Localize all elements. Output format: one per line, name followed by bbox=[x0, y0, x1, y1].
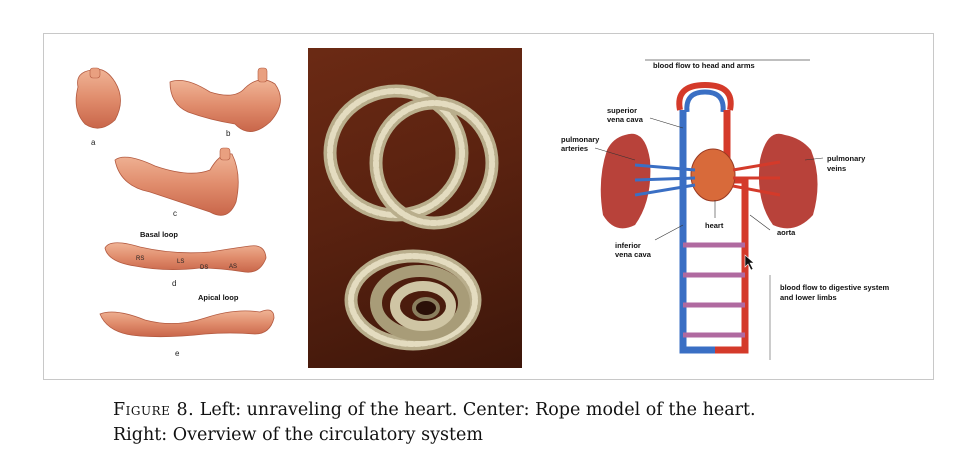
label-e: e bbox=[175, 349, 180, 358]
aorta-vessel bbox=[715, 110, 749, 354]
caption-label: Figure 8. bbox=[113, 400, 195, 420]
label-pulmonary-arteries-2: arteries bbox=[561, 144, 588, 153]
figure-caption: Figure 8. Left: unraveling of the heart.… bbox=[113, 398, 893, 448]
heart-illustration bbox=[690, 148, 736, 202]
label-apical-loop: Apical loop bbox=[198, 293, 239, 302]
heart-unraveling-illustration: a b c Basal loop RS LS DS AS d Apical lo… bbox=[60, 62, 290, 362]
circulatory-system-diagram: blood flow to head and arms super bbox=[555, 50, 925, 360]
label-pulmonary-veins-2: veins bbox=[827, 164, 846, 173]
heart-stage-d: RS LS DS AS d bbox=[104, 242, 267, 288]
label-d: d bbox=[172, 279, 176, 288]
label-digestive-1: blood flow to digestive system bbox=[780, 283, 890, 292]
label-a: a bbox=[91, 138, 96, 147]
label-inferior-vena-cava-1: inferior bbox=[615, 241, 641, 250]
label-ls: LS bbox=[177, 259, 184, 265]
label-superior-vena-cava-1: superior bbox=[607, 106, 637, 115]
label-digestive-2: and lower limbs bbox=[780, 293, 837, 302]
label-as: AS bbox=[229, 264, 237, 270]
label-basal-loop: Basal loop bbox=[140, 230, 178, 239]
right-lung bbox=[758, 133, 818, 229]
caption-text-1: Left: unraveling of the heart. Center: R… bbox=[199, 400, 756, 420]
caption-line-2: Right: Overview of the circulatory syste… bbox=[113, 425, 483, 445]
mouse-cursor-icon bbox=[744, 254, 755, 271]
label-aorta: aorta bbox=[777, 228, 796, 237]
heart-stage-a: a bbox=[75, 67, 121, 147]
label-inferior-vena-cava-2: vena cava bbox=[615, 250, 652, 259]
label-superior-vena-cava-2: vena cava bbox=[607, 115, 644, 124]
label-b: b bbox=[226, 129, 231, 138]
label-head-arms: blood flow to head and arms bbox=[653, 61, 755, 70]
left-lung bbox=[600, 133, 651, 229]
label-pulmonary-veins-1: pulmonary bbox=[827, 154, 866, 163]
label-ds: DS bbox=[200, 265, 208, 271]
heart-stage-c: c bbox=[114, 147, 239, 218]
label-heart: heart bbox=[705, 221, 724, 230]
label-c: c bbox=[173, 209, 177, 218]
vena-cava bbox=[679, 110, 715, 354]
rope-model-photo bbox=[308, 48, 522, 368]
label-pulmonary-arteries-1: pulmonary bbox=[561, 135, 600, 144]
label-rs: RS bbox=[136, 256, 144, 262]
caption-line-1: Figure 8. Left: unraveling of the heart.… bbox=[113, 398, 893, 423]
heart-stage-e: e bbox=[99, 309, 275, 358]
heart-stage-b: b bbox=[169, 67, 281, 138]
